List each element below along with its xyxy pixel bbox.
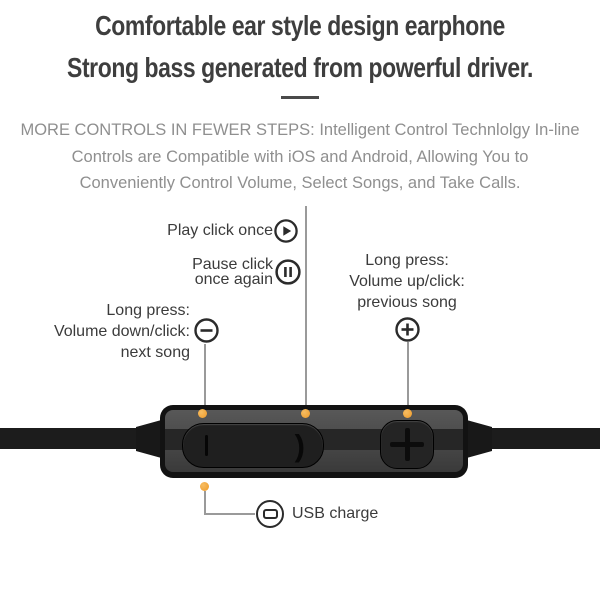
leader-line-volume-down [204, 344, 206, 412]
usb-charge-icon [256, 500, 284, 528]
minus-circle-icon [194, 318, 219, 343]
divider [281, 96, 319, 99]
description-paragraph: MORE CONTROLS IN FEWER STEPS: Intelligen… [0, 117, 600, 197]
leader-line-play [305, 206, 307, 412]
volume-up-line: previous song [357, 294, 457, 311]
usb-annotation-label: USB charge [292, 505, 379, 522]
pause-annotation-line: Pause click [192, 256, 273, 273]
volume-up-line: Volume up/click: [349, 273, 465, 290]
inline-remote-body: ) [160, 405, 468, 478]
description-line: Controls are Compatible with iOS and And… [71, 147, 529, 166]
usb-plug-glyph [262, 509, 278, 519]
page-title: Comfortable ear style design earphone [95, 10, 505, 41]
remote-face: ) [165, 410, 463, 472]
leader-line-usb-horizontal [204, 512, 255, 515]
marker-dot-play-pause [301, 409, 310, 418]
multifunction-button: ) [182, 423, 324, 468]
call-glyph: ) [294, 428, 305, 463]
pause-annotation-line: once again [194, 270, 273, 288]
pause-annotation-label: Pause click once again [60, 256, 273, 288]
description-line: Conveniently Control Volume, Select Song… [79, 174, 521, 192]
plus-circle-icon [395, 317, 420, 342]
marker-dot-usb [200, 482, 209, 491]
volume-down-line: Volume down/click: [53, 323, 190, 340]
volume-down-line: Long press: [106, 302, 190, 319]
pause-circle-icon [275, 259, 301, 285]
leader-line-volume-up [407, 342, 409, 412]
play-annotation-label: Play click once [167, 222, 273, 239]
button-left-mark [205, 435, 208, 456]
volume-up-line: Long press: [365, 252, 449, 269]
volume-plus-button [380, 420, 434, 469]
volume-down-line: next song [120, 344, 190, 361]
play-circle-icon [274, 219, 298, 243]
plus-glyph-vertical [404, 428, 410, 461]
page-subtitle: Strong bass generated from powerful driv… [67, 52, 533, 83]
earphone-cable-right [488, 428, 600, 449]
marker-dot-volume-down [198, 409, 207, 418]
volume-up-annotation-label: Long press: Volume up/click: previous so… [327, 250, 487, 313]
volume-down-annotation-label: Long press: Volume down/click: next song [0, 300, 190, 363]
leader-line-usb-vertical [204, 491, 206, 514]
earphone-cable-left [0, 428, 148, 449]
marker-dot-volume-up [403, 409, 412, 418]
description-line: MORE CONTROLS IN FEWER STEPS: Intelligen… [20, 121, 580, 139]
